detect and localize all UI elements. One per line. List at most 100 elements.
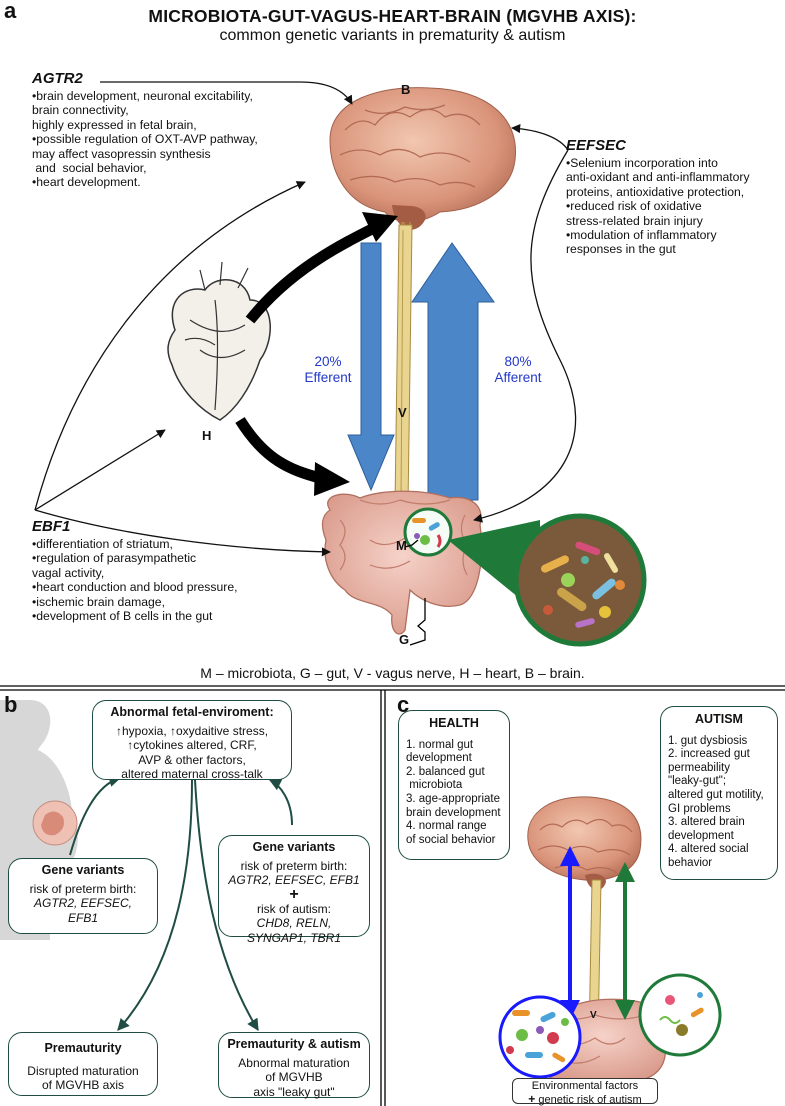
fetal-line: altered maternal cross-talk <box>121 767 263 781</box>
vagus-label-c: V <box>590 1010 597 1021</box>
env-line2: genetic risk of autism <box>538 1094 642 1106</box>
eefsec-to-brain-arrow <box>511 124 569 151</box>
autism-line: development <box>668 829 734 842</box>
m-pointer <box>404 539 419 548</box>
autism-line: 3. altered brain <box>668 816 745 829</box>
prem-autism-line: axis "leaky gut" <box>253 1084 335 1099</box>
health-line: of social behavior <box>406 833 496 846</box>
prematurity-line: of MGVHB axis <box>41 1078 125 1092</box>
autism-line: behavior <box>668 856 713 869</box>
autism-box: AUTISM 1. gut dysbiosis 2. increased gut… <box>660 706 778 880</box>
microbe-icons-small <box>412 518 442 548</box>
eefsec-line: anti-oxidant and anti-inflammatory <box>566 170 750 185</box>
eefsec-line: •reduced risk of oxidative <box>566 199 702 214</box>
efferent-arrow <box>347 242 395 492</box>
gene-right-preterm-genes: AGTR2, EEFSEC, EFB1 <box>228 873 360 887</box>
g-brace <box>409 598 426 646</box>
ebf1-line: •heart conduction and blood pressure, <box>32 580 238 595</box>
microbiota-small-circle <box>403 507 453 557</box>
ebf1-line: vagal activity, <box>32 565 105 580</box>
prematurity-line: Disrupted maturation <box>27 1063 139 1078</box>
microbiota-label: M <box>396 538 407 553</box>
gut-image <box>321 490 483 635</box>
eefsec-gene-name: EEFSEC <box>566 137 627 154</box>
afferent-arrow <box>411 242 495 501</box>
agtr2-line: •brain development, neuronal excitabilit… <box>32 89 253 103</box>
autism-line: "leaky-gut"; <box>668 775 727 788</box>
main-subtitle: common genetic variants in prematurity &… <box>219 27 566 44</box>
main-title: MICROBIOTA-GUT-VAGUS-HEART-BRAIN (MGVHB … <box>148 6 637 26</box>
efferent-percent: 20% <box>314 354 342 369</box>
gene-left-title: Gene variants <box>41 863 125 877</box>
heart-gut-arrowhead <box>314 462 350 496</box>
agtr2-to-brain-arrow <box>100 81 353 105</box>
gene-right-autism-genes: CHD8, RELN, <box>256 916 332 930</box>
env-genetic-risk: + genetic risk of autism <box>500 1092 670 1106</box>
autism-line: GI problems <box>668 802 731 815</box>
balanced-microbiota-circle <box>498 995 582 1079</box>
balanced-microbes <box>506 1010 569 1063</box>
eefsec-description: •Selenium incorporation into anti-oxidan… <box>566 156 750 257</box>
autism-line: 4. altered social <box>668 843 749 856</box>
autism-line: 1. gut dysbiosis <box>668 734 748 747</box>
agtr2-line: brain connectivity, <box>32 103 129 118</box>
agtr2-line: •heart development. <box>32 175 141 190</box>
ebf1-line: •development of B cells in the gut <box>32 609 213 624</box>
agtr2-gene-name: AGTR2 <box>32 70 83 87</box>
ebf1-description: •differentiation of striatum, •regulatio… <box>32 537 238 623</box>
prem-autism-line: of MGVHB <box>265 1070 323 1084</box>
eefsec-block: EEFSEC •Selenium incorporation into anti… <box>566 137 750 257</box>
right-gene-to-fetal-arrow <box>268 779 293 826</box>
prematurity-title: Premauturity <box>44 1041 122 1055</box>
left-gene-to-fetal-arrow <box>69 775 122 856</box>
ebf1-line: •ischemic brain damage, <box>32 594 165 609</box>
health-title: HEALTH <box>429 716 479 730</box>
fetal-line: ↑hypoxia, ↑oxydaitive stress, <box>115 723 269 738</box>
agtr2-line: highly expressed in fetal brain, <box>32 117 197 132</box>
ebf1-line: •differentiation of striatum, <box>32 537 173 551</box>
health-line: 1. normal gut <box>406 738 474 751</box>
ebf1-line: •regulation of parasympathetic <box>32 551 197 566</box>
efferent-word: Efferent <box>304 370 352 385</box>
agtr2-line: and social behavior, <box>32 161 147 176</box>
prematurity-autism-box: Premauturity & autism Abnormal maturatio… <box>218 1032 370 1099</box>
vagus-label: V <box>398 405 407 420</box>
autism-line: altered gut motility, <box>668 788 764 801</box>
eefsec-line: •Selenium incorporation into <box>566 156 718 170</box>
environmental-factors-box: Environmental factors <box>512 1078 658 1104</box>
fetal-to-prem-autism-arrow <box>194 779 259 1032</box>
microbiota-photo <box>541 541 625 628</box>
agtr2-block: AGTR2 •brain development, neuronal excit… <box>32 70 258 190</box>
ebf1-to-brain-arrow <box>34 181 306 511</box>
autism-double-arrow <box>615 862 635 1020</box>
health-line: development <box>406 752 472 765</box>
gene-left-genes2: EFB1 <box>67 910 98 925</box>
health-line: 3. age-appropriate <box>406 792 500 805</box>
env-plus-sign: + <box>528 1092 536 1106</box>
afferent-label: 80% Afferent <box>478 354 558 386</box>
heart-brain-arrow <box>245 220 383 324</box>
autism-line: permeability <box>668 761 730 774</box>
health-line: brain development <box>406 806 501 819</box>
gut-label: G <box>399 632 410 647</box>
health-line: 2. balanced gut <box>406 765 485 778</box>
abbreviation-legend: M – microbiota, G – gut, V - vagus nerve… <box>200 665 585 681</box>
ebf1-to-gut-arrow <box>34 509 331 557</box>
dysbiotic-microbes <box>659 992 704 1036</box>
prematurity-box: Premauturity Disrupted maturation of MGV… <box>8 1032 158 1096</box>
health-box: HEALTH 1. normal gut development 2. bala… <box>398 710 510 860</box>
prem-autism-line: Abnormal maturation <box>238 1055 350 1070</box>
gene-right-risk-autism: risk of autism: <box>256 901 331 916</box>
heart-brain-arrowhead <box>362 212 398 242</box>
afferent-word: Afferent <box>494 370 542 385</box>
abnormal-fetal-environment-box: Abnormal fetal-enviroment: ↑hypoxia, ↑ox… <box>92 700 292 781</box>
health-line: microbiota <box>406 779 463 792</box>
afferent-percent: 80% <box>504 354 532 369</box>
agtr2-line: may affect vasopressin synthesis <box>32 146 211 161</box>
ebf1-to-heart-arrow <box>34 429 166 511</box>
agtr2-line: •possible regulation of OXT-AVP pathway, <box>32 132 258 147</box>
gene-left-genes: AGTR2, EEFSEC, <box>33 896 133 910</box>
fetal-line: ↑cytokines altered, CRF, <box>127 738 257 752</box>
fetal-to-prematurity-arrow <box>117 779 193 1031</box>
